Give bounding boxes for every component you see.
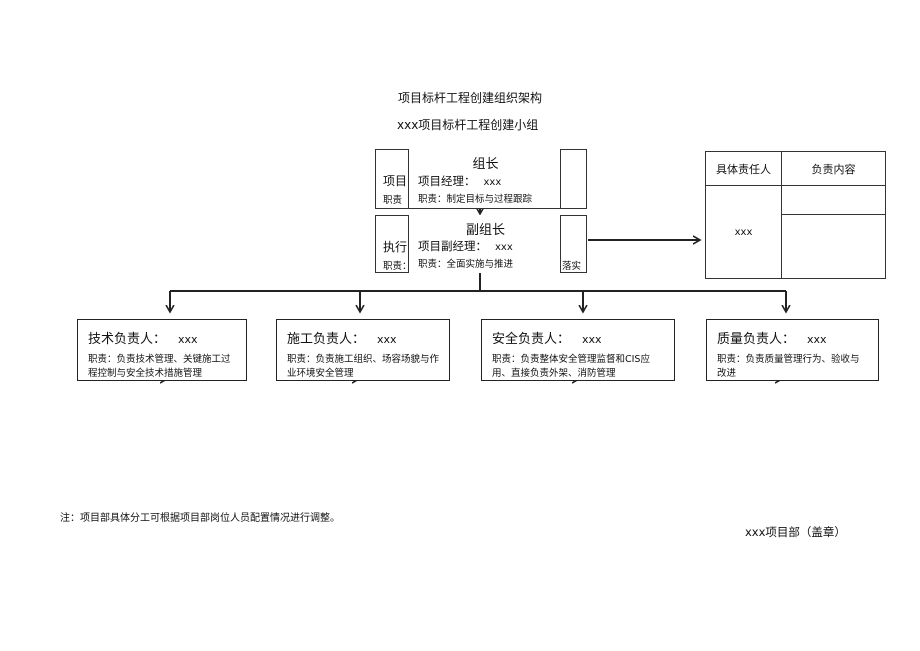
deputy-hidden-right-duty: 落实 bbox=[562, 261, 582, 272]
leader-box: 组长 项目经理： xxx 职责：制定目标与过程跟踪 bbox=[408, 149, 561, 209]
deputy-box: 副组长 项目副经理： xxx 职责：全面实施与推进 bbox=[408, 215, 561, 273]
leader-duty: 职责：制定目标与过程跟踪 bbox=[418, 194, 533, 205]
duty-role-label-construction: 施工负责人： bbox=[287, 332, 366, 347]
table-header-content: 负责内容 bbox=[781, 150, 886, 187]
duty-box-safety: 安全负责人： xxx 职责：负责整体安全管理监督和CIS应用、直接负责外架、消防管… bbox=[481, 319, 675, 381]
duty-role-tech: 技术负责人： xxx bbox=[88, 328, 236, 347]
duty-role-value-safety: xxx bbox=[582, 333, 602, 346]
leader-hidden-left-duty: 职责 bbox=[383, 195, 403, 206]
duty-role-value-quality: xxx bbox=[807, 333, 827, 346]
duty-text-construction: 职责：负责施工组织、场容场貌与作业环境安全管理 bbox=[287, 354, 440, 379]
table-header-person: 具体责任人 bbox=[705, 150, 782, 187]
deputy-duty: 职责：全面实施与推进 bbox=[418, 259, 514, 270]
leader-heading: 组长 bbox=[472, 157, 499, 172]
deputy-hidden-left-text: 执行 bbox=[383, 240, 408, 254]
table-cell-content-1 bbox=[781, 185, 886, 216]
leader-role: 项目经理： xxx bbox=[418, 173, 501, 189]
leader-role-value: xxx bbox=[483, 177, 502, 188]
responsibility-table: 具体责任人 负责内容 xxx bbox=[705, 150, 886, 279]
stamp-text: xxx项目部（盖章） bbox=[745, 525, 846, 539]
leader-hidden-left-text: 项目 bbox=[383, 174, 408, 188]
duty-role-label-tech: 技术负责人： bbox=[88, 332, 167, 347]
duty-role-construction: 施工负责人： xxx bbox=[287, 328, 439, 347]
duty-box-quality: 质量负责人： xxx 职责：负责质量管理行为、验收与改进 bbox=[706, 319, 879, 381]
duty-text-safety: 职责：负责整体安全管理监督和CIS应用、直接负责外架、消防管理 bbox=[492, 354, 650, 379]
leader-role-label: 项目经理： bbox=[418, 174, 476, 188]
footnote: 注：项目部具体分工可根据项目部岗位人员配置情况进行调整。 bbox=[60, 513, 340, 524]
deputy-role: 项目副经理： xxx bbox=[418, 238, 513, 254]
page-subtitle: xxx项目标杆工程创建小组 bbox=[397, 118, 539, 132]
deputy-hidden-left-duty: 职责： bbox=[383, 261, 412, 272]
duty-text-tech: 职责：负责技术管理、关键施工过程控制与安全技术措施管理 bbox=[88, 354, 231, 379]
table-cell-person: xxx bbox=[705, 185, 782, 279]
duty-role-label-quality: 质量负责人： bbox=[717, 332, 796, 347]
page-title: 项目标杆工程创建组织架构 bbox=[398, 91, 543, 105]
table-cell-content-2 bbox=[781, 214, 886, 279]
duty-role-value-tech: xxx bbox=[178, 333, 198, 346]
duty-text-quality: 职责：负责质量管理行为、验收与改进 bbox=[717, 354, 860, 379]
duty-box-construction: 施工负责人： xxx 职责：负责施工组织、场容场貌与作业环境安全管理 bbox=[276, 319, 450, 381]
deputy-role-value: xxx bbox=[495, 242, 513, 253]
deputy-heading: 副组长 bbox=[465, 223, 505, 238]
duty-role-quality: 质量负责人： xxx bbox=[717, 328, 868, 347]
duty-role-value-construction: xxx bbox=[377, 333, 397, 346]
duty-role-safety: 安全负责人： xxx bbox=[492, 328, 664, 347]
deputy-role-label: 项目副经理： bbox=[418, 239, 487, 253]
duty-box-tech: 技术负责人： xxx 职责：负责技术管理、关键施工过程控制与安全技术措施管理 bbox=[77, 319, 247, 381]
duty-role-label-safety: 安全负责人： bbox=[492, 332, 571, 347]
